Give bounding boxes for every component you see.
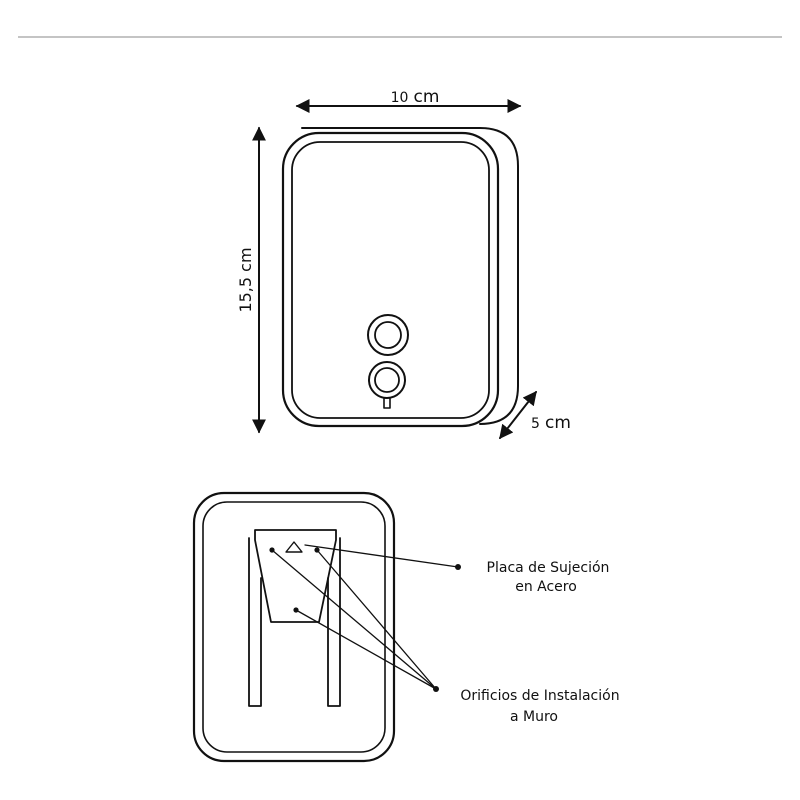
triangle-mark-icon (285, 541, 303, 553)
width-unit: cm (414, 87, 440, 107)
plate-callout-leader (304, 544, 461, 570)
holes-callout-leader (271, 549, 439, 692)
depth-value: 5 (531, 416, 540, 432)
dispenser-depth-edge (301, 127, 519, 425)
height-label: 15,5 cm (236, 247, 255, 312)
svg-text:5 cm: 5 cm (531, 413, 571, 433)
level-window-icon (367, 314, 409, 356)
dispenser-body-inner (291, 141, 490, 419)
plate-callout-line2: en Acero (515, 579, 577, 595)
front-view (281, 127, 519, 428)
back-body-inner (202, 501, 386, 753)
holes-callout-line1: Orificios de Instalación (460, 688, 619, 704)
width-dimension: 10 cm (295, 87, 522, 113)
push-button-icon (368, 361, 406, 409)
back-body-outer (192, 491, 396, 763)
svg-text:10 cm: 10 cm (391, 87, 440, 107)
holes-callout-line2: a Muro (510, 709, 558, 725)
height-dimension: 15,5 cm (236, 126, 266, 434)
depth-dimension: 5 cm (499, 390, 571, 440)
depth-unit: cm (545, 413, 571, 433)
back-view (192, 491, 396, 763)
plate-callout-line1: Placa de Sujeción (487, 560, 610, 576)
left-rail (248, 537, 262, 707)
width-value: 10 (391, 90, 409, 106)
dispenser-body-outer (281, 131, 500, 428)
mounting-plate (254, 529, 337, 623)
right-rail (327, 537, 341, 707)
